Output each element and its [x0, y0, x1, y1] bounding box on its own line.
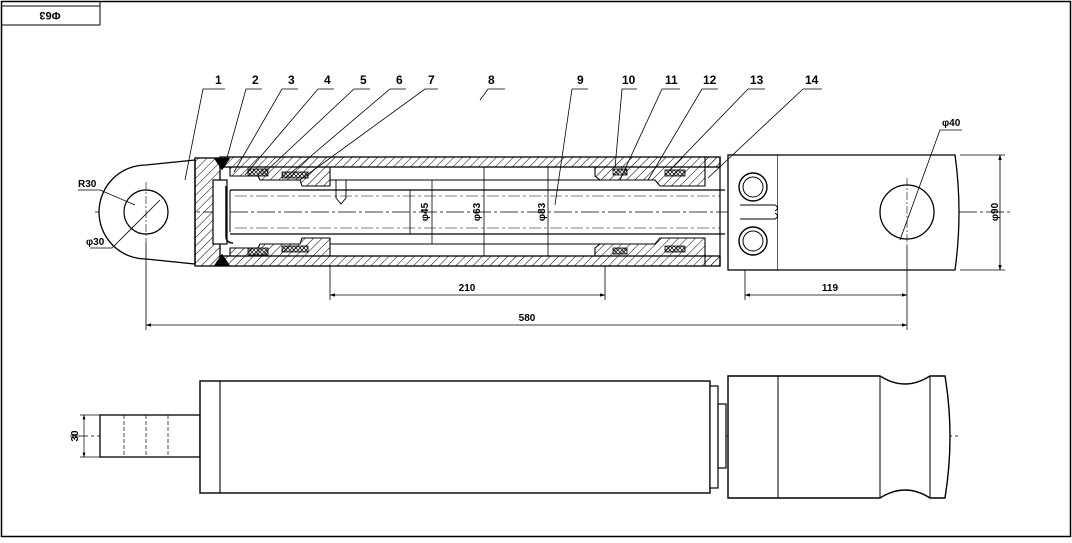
- dim-phi90: φ90: [990, 202, 1001, 221]
- barrel-body: [199, 380, 711, 494]
- part-number-3: 3: [288, 73, 295, 87]
- part-number-4: 4: [324, 73, 331, 87]
- part-number-11: 11: [665, 73, 678, 87]
- clevis-tongue: [99, 414, 201, 458]
- part-number-1: 1: [215, 73, 222, 87]
- dim-phi30: φ30: [86, 237, 105, 248]
- rod-end-exterior: [727, 375, 951, 499]
- part-number-2: 2: [252, 73, 259, 87]
- rod-end: [778, 154, 960, 271]
- part-numbers: 1 2 3 4 5 6 7 8 9 10 11 12 13 14: [215, 73, 819, 87]
- dim-phi40: φ40: [942, 118, 961, 129]
- dim-phi83: φ83: [537, 202, 548, 221]
- part-number-5: 5: [360, 73, 367, 87]
- dim-580: 580: [519, 313, 536, 324]
- part-leaders: [184, 88, 822, 206]
- dimension-labels: R30 φ30 φ45 φ63 φ83 φ40 φ90 210 119 580 …: [70, 118, 1001, 442]
- part-number-7: 7: [428, 73, 435, 87]
- part-number-14: 14: [805, 73, 819, 87]
- title-block: Φ63: [2, 2, 101, 26]
- exterior-view: [70, 375, 960, 499]
- section-view: [95, 154, 1010, 271]
- barrel-wall-top: [219, 156, 721, 168]
- part-number-6: 6: [396, 73, 403, 87]
- part-number-9: 9: [577, 73, 584, 87]
- part-number-12: 12: [703, 73, 717, 87]
- part-number-8: 8: [488, 73, 495, 87]
- dim-210: 210: [459, 283, 476, 294]
- dimension-lines: [78, 129, 1005, 330]
- dim-119: 119: [822, 283, 839, 294]
- dim-phi45: φ45: [420, 202, 431, 221]
- piston-top: [229, 166, 331, 187]
- dim-r30: R30: [78, 179, 97, 190]
- barrel-wall-bottom: [219, 255, 721, 267]
- part-number-10: 10: [622, 73, 636, 87]
- part-number-13: 13: [750, 73, 764, 87]
- dim-phi63: φ63: [472, 202, 483, 221]
- piston-bottom: [229, 237, 331, 257]
- title-block-code: Φ63: [39, 9, 60, 21]
